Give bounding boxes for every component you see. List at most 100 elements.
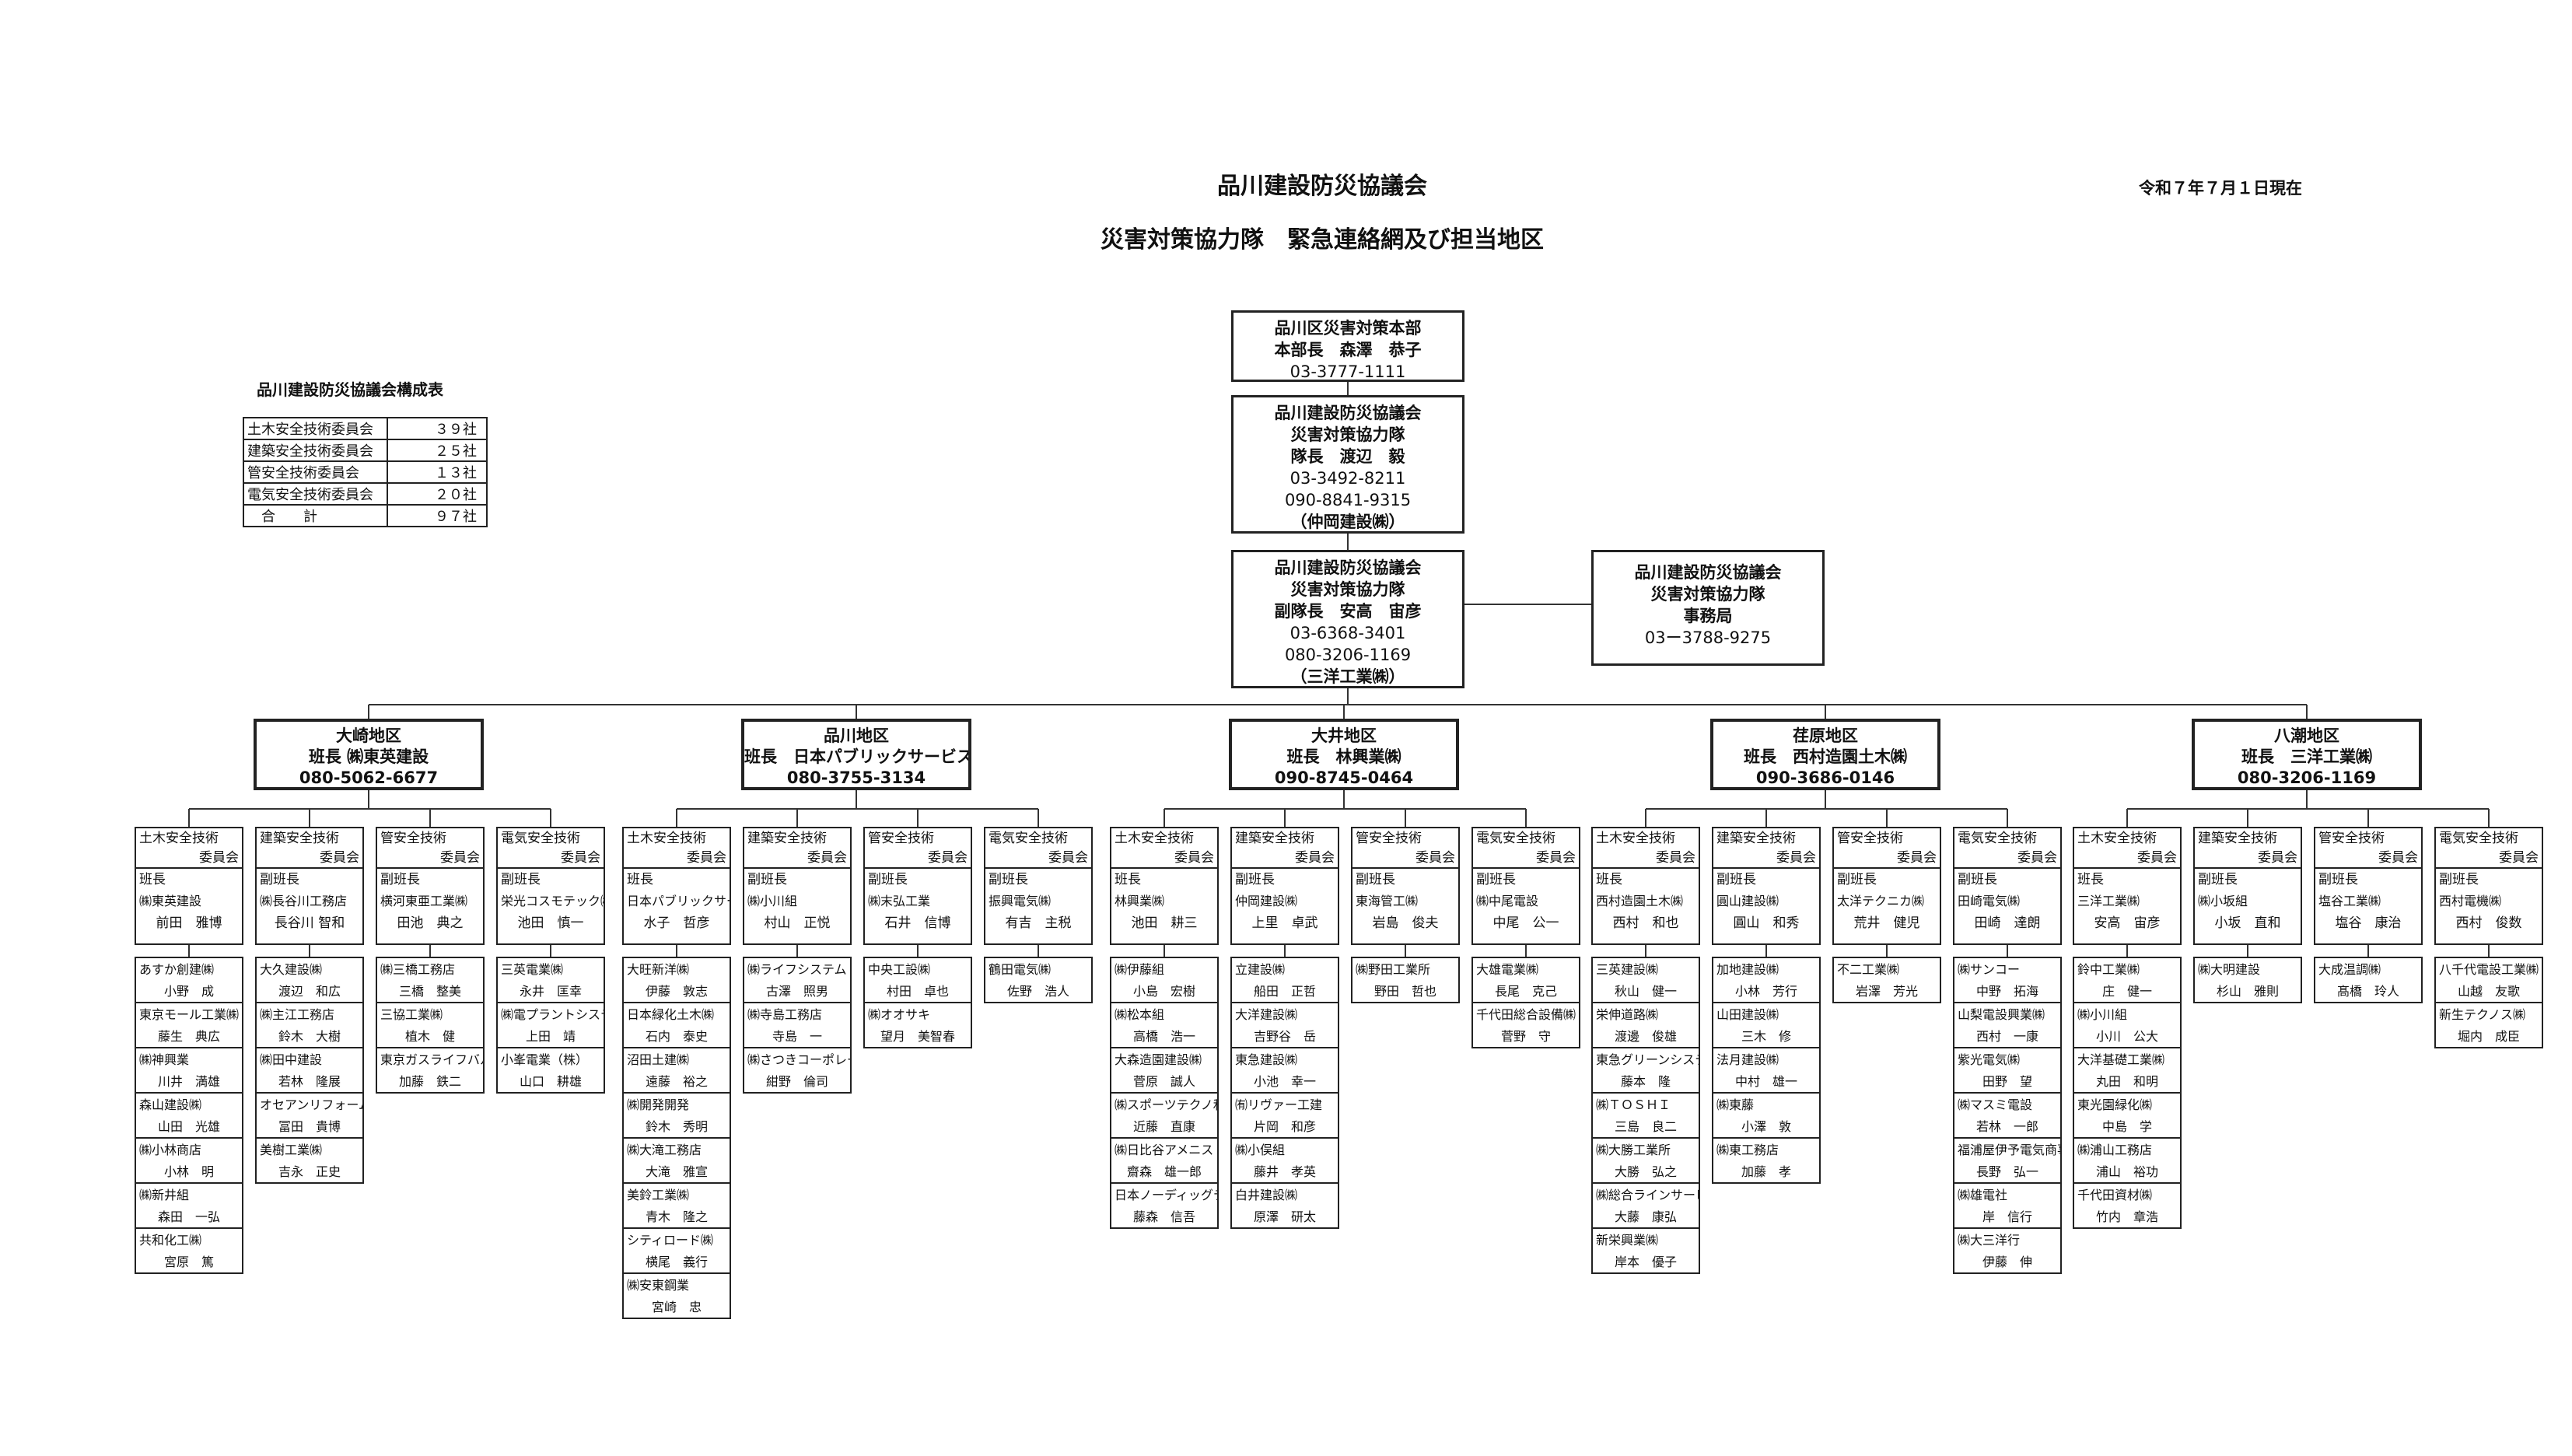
member-person: 青木 隆之 <box>645 1209 708 1224</box>
member-list: 鈴中工業㈱庄 健一㈱小川組小川 公大大洋基礎工業㈱丸田 和明東光園緑化㈱中島 学… <box>2073 957 2182 1229</box>
member-company: 大洋建設㈱ <box>1235 1007 1298 1022</box>
member-company: 福浦屋伊予電気商事㈱ <box>1958 1143 2060 1157</box>
committee-leader-company: ㈱長谷川工務店 <box>260 894 348 908</box>
member-company: 日本緑化土木㈱ <box>627 1007 715 1022</box>
member-item: 東急グリーンシステム㈱藤本 隆 <box>1593 1048 1699 1094</box>
member-company: 紫光電気㈱ <box>1958 1052 2021 1067</box>
district-name: 荏原地区 <box>1793 726 1858 745</box>
member-person: 岸 信行 <box>1982 1209 2032 1224</box>
committee-suffix: 委員会 <box>865 849 971 869</box>
committee-leader-company: ㈱小川組 <box>747 894 798 908</box>
district-leader: 班長 日本パブリックサービス㈱ <box>744 747 968 766</box>
page-subtitle: 災害対策協力隊 緊急連絡網及び担当地区 <box>1101 226 1544 254</box>
committee-role: 副班長 <box>868 872 908 887</box>
member-company: 三協工業㈱ <box>380 1007 443 1022</box>
member-person: 植木 健 <box>404 1029 455 1044</box>
captain-company: （仲岡建設㈱） <box>1290 513 1405 531</box>
committee-leader-person: 有吉 主税 <box>1005 915 1072 931</box>
member-item: ㈱雄電社岸 信行 <box>1954 1184 2060 1229</box>
member-item: 大洋建設㈱吉野谷 岳 <box>1232 1003 1338 1048</box>
member-item: ㈱安東鋼業宮崎 忠 <box>624 1274 730 1319</box>
committee-box: 電気安全技術委員会副班長振興電気㈱有吉 主税 <box>984 827 1093 945</box>
member-person: 森田 一弘 <box>157 1209 220 1224</box>
member-company: ㈱田中建設 <box>260 1052 323 1067</box>
member-item: シティロード㈱横尾 義行 <box>624 1229 730 1274</box>
member-item: 紫光電気㈱田野 望 <box>1954 1048 2060 1094</box>
member-person: 丸田 和明 <box>2095 1074 2158 1089</box>
member-person: 三木 修 <box>1741 1029 1791 1044</box>
district-phone: 080-3206-1169 <box>2237 768 2377 787</box>
member-company: 不二工業㈱ <box>1837 962 1900 977</box>
member-item: ㈱オオサキ望月 美智春 <box>865 1003 971 1048</box>
committee-name: 管安全技術 <box>868 831 934 846</box>
committee-box: 建築安全技術委員会副班長㈱小坂組小坂 直和 <box>2193 827 2302 945</box>
member-company: 大久建設㈱ <box>260 962 323 977</box>
committee-suffix: 委員会 <box>1352 849 1458 869</box>
committee-leader-company: 東海管工㈱ <box>1356 894 1419 908</box>
member-company: ㈱神興業 <box>139 1052 190 1067</box>
member-person: 若林 隆展 <box>278 1074 341 1089</box>
member-item: ㈱小俣組藤井 孝英 <box>1232 1139 1338 1184</box>
member-item: ㈱開発開発鈴木 秀明 <box>624 1094 730 1139</box>
committee-name: 建築安全技術 <box>747 831 827 846</box>
committee-leader-person: 田池 典之 <box>397 915 464 931</box>
member-item: 小峯電業（株）山口 耕雄 <box>498 1048 604 1094</box>
vice-phone2: 080-3206-1169 <box>1284 646 1412 664</box>
member-company: 立建設㈱ <box>1235 962 1286 977</box>
member-person: 小島 宏樹 <box>1132 984 1195 999</box>
member-person: 鈴木 大樹 <box>278 1029 341 1044</box>
member-person: 永井 匡幸 <box>519 984 582 999</box>
member-person: 吉野谷 岳 <box>1253 1029 1316 1044</box>
member-person: 長野 弘一 <box>1975 1164 2038 1179</box>
committee-suffix: 委員会 <box>1111 849 1217 869</box>
member-person: 三島 良二 <box>1614 1119 1677 1134</box>
summary-company-count: ２０社 <box>387 482 488 506</box>
member-item: ㈱ライフシステム古澤 照男 <box>744 958 850 1003</box>
committee-box: 電気安全技術委員会副班長栄光コスモテック㈱池田 慎一 <box>496 827 605 945</box>
vice-line3: 副隊長 安高 宙彦 <box>1274 602 1422 621</box>
member-person: 寺島 一 <box>772 1029 822 1044</box>
committee-suffix: 委員会 <box>2315 849 2421 869</box>
summary-company-count: ２５社 <box>387 439 488 462</box>
summary-company-count: ３９社 <box>387 417 488 440</box>
member-company: ㈱サンコー <box>1958 962 2021 977</box>
committee-name: 建築安全技術 <box>1716 831 1796 846</box>
committee-box: 管安全技術委員会副班長東海管工㈱岩島 俊夫 <box>1351 827 1460 945</box>
member-company: 新生テクノス㈱ <box>2439 1007 2526 1022</box>
member-person: 片岡 和彦 <box>1253 1119 1316 1134</box>
member-company: あすか創建㈱ <box>139 962 215 977</box>
member-company: ㈱開発開発 <box>627 1097 690 1112</box>
member-person: 山越 友歌 <box>2457 984 2520 999</box>
member-person: 大滝 雅宣 <box>645 1164 708 1179</box>
member-company: オセアンリフォーム㈱ <box>260 1097 362 1112</box>
member-item: 山梨電設興業㈱西村 一康 <box>1954 1003 2060 1048</box>
member-company: 沼田土建㈱ <box>627 1052 690 1067</box>
member-item: ㈱野田工業所野田 哲也 <box>1352 958 1458 1003</box>
member-company: シティロード㈱ <box>627 1233 714 1248</box>
office-phone: 03ー3788-9275 <box>1644 628 1772 647</box>
member-item: ㈱小林商店小林 明 <box>136 1139 242 1184</box>
hq-vice-box: 品川建設防災協議会 災害対策協力隊 副隊長 安高 宙彦 03-6368-3401… <box>1231 550 1464 688</box>
summary-company-count: １３社 <box>387 460 488 484</box>
member-item: ㈱さつきコーポレーション紺野 倫司 <box>744 1048 850 1094</box>
committee-box: 電気安全技術委員会副班長西村電機㈱西村 俊数 <box>2434 827 2543 945</box>
committee-leader-company: 仲岡建設㈱ <box>1235 894 1298 908</box>
committee-name: 建築安全技術 <box>1235 831 1314 846</box>
committee-suffix: 委員会 <box>1834 849 1940 869</box>
committee-leader-company: 圓山建設㈱ <box>1716 894 1779 908</box>
committee-leader-company: ㈱中尾電設 <box>1476 894 1539 908</box>
member-list: 大雄電業㈱長尾 克己千代田総合設備㈱菅野 守 <box>1471 957 1580 1048</box>
vice-company: （三洋工業㈱） <box>1290 667 1405 686</box>
committee-name: 土木安全技術 <box>1115 831 1194 846</box>
member-item: 三英電業㈱永井 匡幸 <box>498 958 604 1003</box>
member-company: ㈱マスミ電設 <box>1958 1097 2033 1112</box>
member-item: ㈱主江工務店鈴木 大樹 <box>257 1003 362 1048</box>
member-item: 大久建設㈱渡辺 和広 <box>257 958 362 1003</box>
committee-box: 管安全技術委員会副班長太洋テクニカ㈱荒井 健児 <box>1832 827 1941 945</box>
committee-suffix: 委員会 <box>624 849 730 869</box>
member-item: ㈱東藤小澤 敦 <box>1713 1094 1819 1139</box>
member-item: ㈱小川組小川 公大 <box>2074 1003 2180 1048</box>
member-item: 不二工業㈱岩澤 芳光 <box>1834 958 1940 1003</box>
